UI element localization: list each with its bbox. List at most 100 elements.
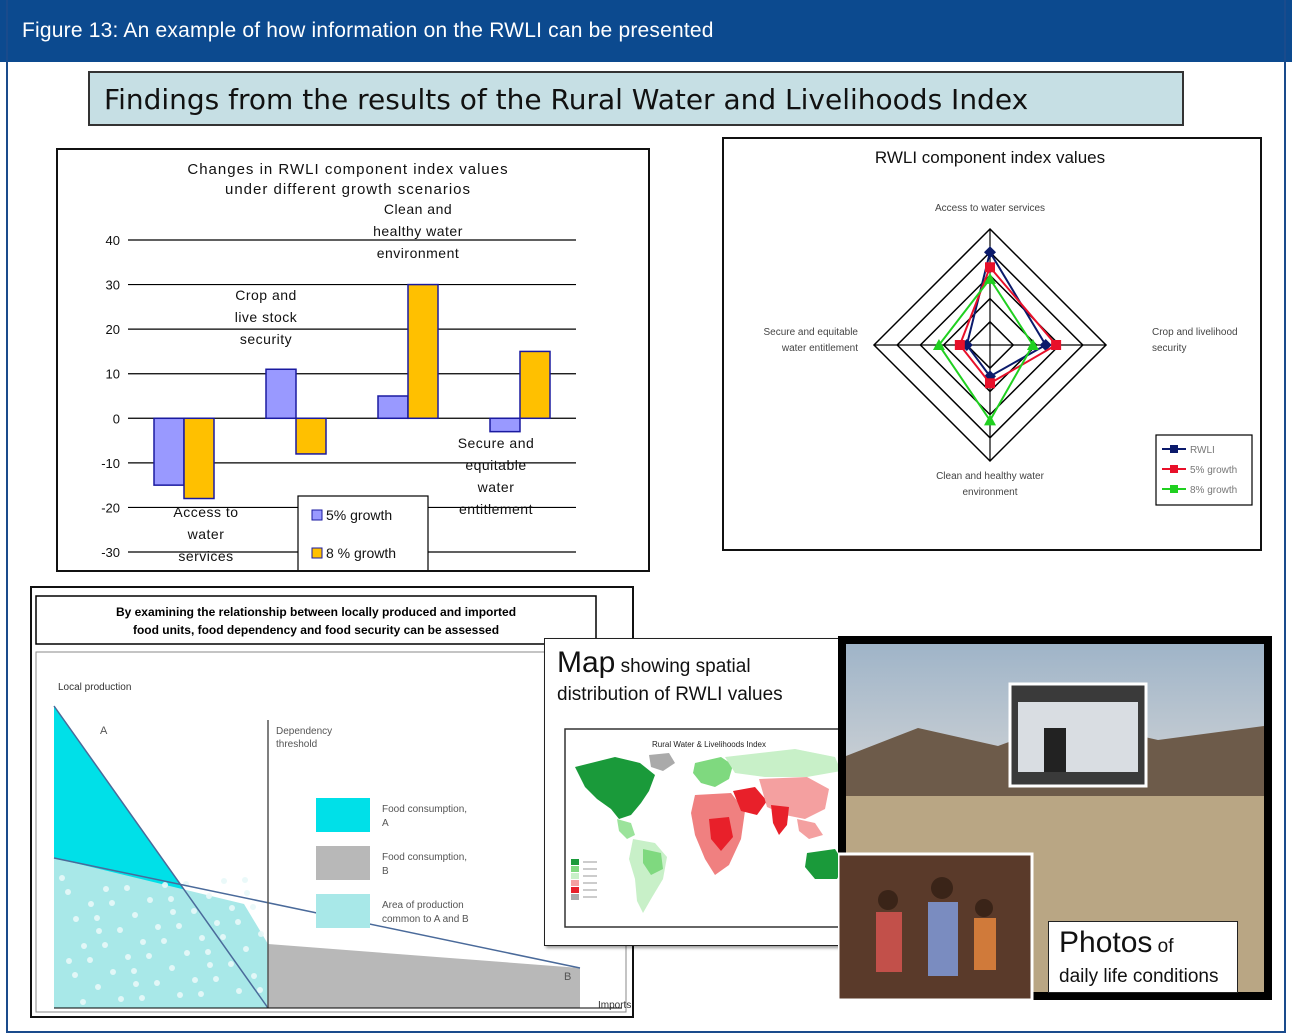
bar-category-label: Crop and: [235, 287, 297, 303]
bar-ytick-label: -30: [101, 545, 120, 560]
food-legend-swatch: [316, 894, 370, 928]
map-india: [771, 805, 789, 835]
food-pattern-dot: [59, 875, 65, 881]
bar-category-label: water: [187, 526, 225, 542]
food-pattern-dot: [198, 991, 204, 997]
bar-legend-label: 5% growth: [326, 507, 392, 523]
radar-axis-label: environment: [962, 487, 1017, 498]
radar-point: [1026, 339, 1039, 350]
map-brazil: [643, 849, 663, 875]
radar-axis-label: Secure and equitable: [763, 327, 858, 338]
food-pattern-dot: [139, 995, 145, 1001]
food-pattern-dot: [221, 878, 227, 884]
food-pattern-dot: [96, 928, 102, 934]
food-pattern-dot: [228, 961, 234, 967]
food-pattern-dot: [161, 938, 167, 944]
food-pattern-dot: [109, 900, 115, 906]
food-pattern-dot: [169, 965, 175, 971]
food-pattern-dot: [257, 987, 263, 993]
food-legend-swatch: [316, 846, 370, 880]
bar-ytick-label: 0: [113, 411, 120, 426]
food-pattern-dot: [168, 896, 174, 902]
findings-banner: Findings from the results of the Rural W…: [88, 71, 1184, 126]
map-greenland: [649, 753, 675, 771]
food-pattern-dot: [80, 999, 86, 1005]
map-title-rest: showing spatial: [615, 656, 751, 677]
map-title-big: Map: [557, 646, 616, 679]
food-pattern-dot: [94, 915, 100, 921]
map-middle-east: [733, 787, 767, 815]
food-xlabel: Imports: [598, 1000, 631, 1011]
person-3-body: [974, 918, 996, 970]
food-pattern-dot: [220, 934, 226, 940]
person-1-body: [876, 912, 902, 972]
food-pattern-dot: [184, 950, 190, 956]
radar-legend-marker: [1170, 445, 1178, 453]
food-pattern-dot: [177, 992, 183, 998]
bar-2-1: [183, 417, 215, 500]
bar-legend-swatch: [311, 509, 323, 521]
food-pattern-dot: [229, 905, 235, 911]
food-legend-label: A: [382, 818, 389, 829]
banner-text: Findings from the results of the Rural W…: [104, 83, 1029, 116]
photos-panel: Photos of daily life conditions: [838, 636, 1272, 1000]
map-europe: [693, 757, 733, 787]
food-pattern-dot: [242, 877, 248, 883]
food-pattern-dot: [102, 942, 108, 948]
food-dependency-panel: By examining the relationship between lo…: [30, 586, 634, 1018]
bar-legend-swatch: [311, 547, 323, 559]
food-pattern-dot: [73, 916, 79, 922]
bar-category-label: healthy water: [373, 223, 463, 239]
food-pattern-dot: [162, 882, 168, 888]
bar-1-2: [265, 368, 297, 420]
food-pattern-dot: [154, 980, 160, 986]
food-pattern-dot: [66, 958, 72, 964]
radar-point: [1039, 339, 1052, 351]
bar-category-label: environment: [377, 245, 460, 261]
radar-legend-marker: [1170, 485, 1178, 493]
radar-point: [1051, 340, 1062, 350]
food-area-b: [268, 944, 580, 1008]
bar-legend-label: 8 % growth: [326, 545, 396, 561]
map-north-america: [575, 757, 655, 819]
food-pattern-dot: [207, 962, 213, 968]
food-pattern-dot: [140, 939, 146, 945]
food-legend-label: Food consumption,: [382, 804, 467, 815]
world-map: Rural Water & Livelihoods Index: [564, 728, 854, 928]
food-pattern-dot: [124, 885, 130, 891]
radar-point: [932, 339, 945, 350]
food-pattern-dot: [131, 968, 137, 974]
bar-category-label: Access to: [173, 504, 238, 520]
radar-point: [984, 414, 996, 426]
bar-title-line: Changes in RWLI component index values: [187, 161, 508, 178]
radar-axis-label: Access to water services: [935, 203, 1045, 214]
food-pattern-dot: [244, 890, 250, 896]
food-pattern-dot: [88, 901, 94, 907]
food-pattern-dot: [81, 943, 87, 949]
food-pattern-dot: [235, 919, 241, 925]
figure-frame: [6, 0, 1286, 1033]
food-legend-label: Food consumption,: [382, 852, 467, 863]
person-2-body: [928, 902, 958, 976]
radar-legend-marker: [1170, 465, 1178, 473]
food-pattern-dot: [132, 912, 138, 918]
food-region-b-label: B: [564, 971, 571, 983]
bar-1-3: [377, 395, 409, 420]
bar-2-2: [295, 417, 327, 455]
bar-category-label: water: [477, 479, 515, 495]
food-pattern-dot: [258, 931, 264, 937]
radar-title: RWLI component index values: [875, 148, 1105, 167]
bar-ytick-label: -10: [101, 456, 120, 471]
radar-legend-label: 5% growth: [1190, 465, 1237, 476]
bar-category-label: entitlement: [459, 501, 533, 517]
food-dependency-chart: By examining the relationship between lo…: [35, 595, 631, 1013]
radar-axis-label: water entitlement: [781, 343, 858, 354]
map-panel: Map showing spatial distribution of RWLI…: [544, 638, 866, 946]
radar-point: [960, 339, 973, 351]
map-russia: [725, 749, 841, 777]
map-africa-core: [709, 817, 733, 851]
food-pattern-dot: [117, 927, 123, 933]
food-pattern-dot: [205, 949, 211, 955]
